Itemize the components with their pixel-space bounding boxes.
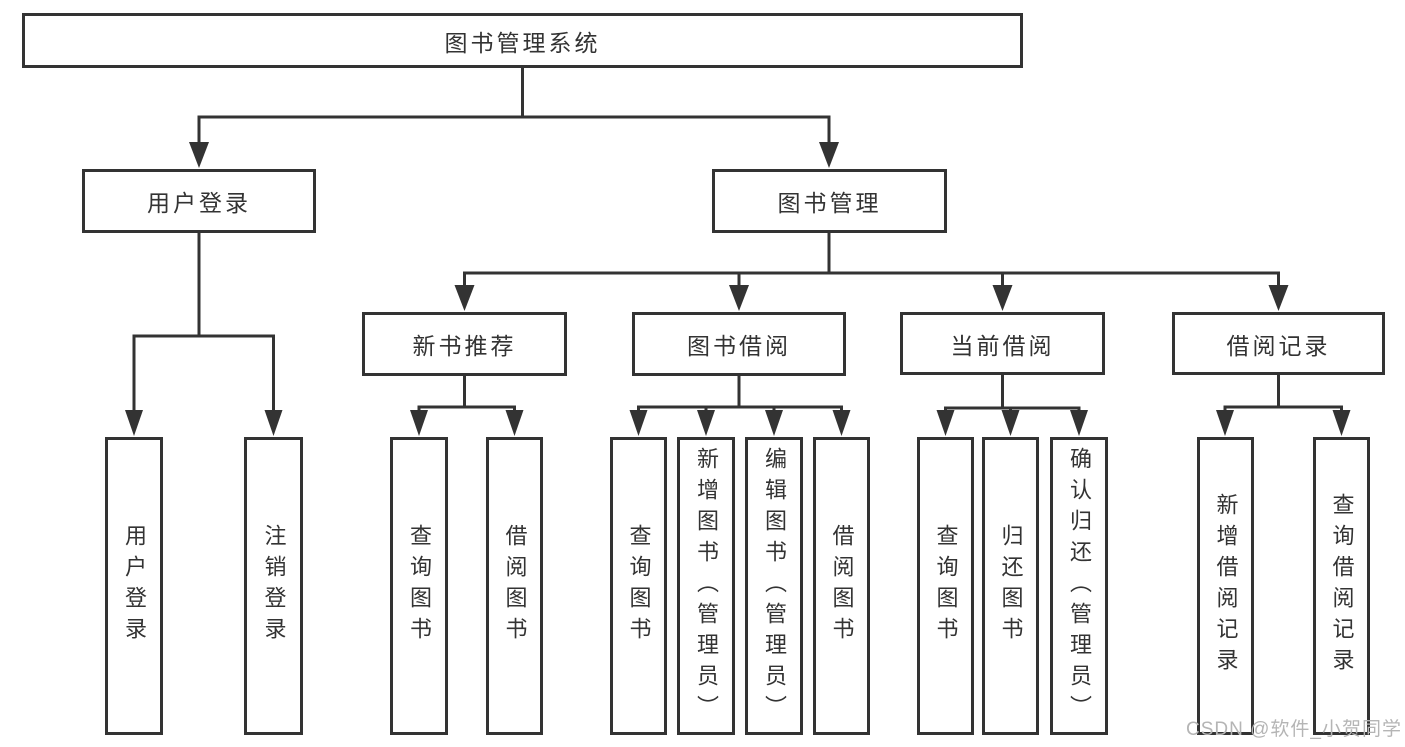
leaf-current-confirm-return-admin: 确认归还（管理员） bbox=[1050, 437, 1108, 735]
node-current-borrow: 当前借阅 bbox=[900, 312, 1105, 375]
leaf-user-login: 用户登录 bbox=[105, 437, 163, 735]
connector-new-book-recommend-children bbox=[417, 374, 516, 413]
node-library-system: 图书管理系统 bbox=[22, 13, 1023, 68]
connector-group bbox=[132, 66, 1343, 413]
leaf-borrow-edit-books-admin: 编辑图书（管理员） bbox=[745, 437, 803, 735]
arrowhead bbox=[1216, 410, 1234, 436]
arrowhead bbox=[1268, 285, 1289, 311]
connector-current-borrow-children bbox=[944, 373, 1081, 413]
leaf-current-query-books: 查询图书 bbox=[917, 437, 974, 735]
leaf-newrec-query-books: 查询图书 bbox=[390, 437, 448, 735]
connector-book-management-children bbox=[463, 231, 1280, 288]
node-book-borrow: 图书借阅 bbox=[632, 312, 846, 376]
arrowhead bbox=[832, 410, 851, 436]
arrowhead-group bbox=[125, 142, 1351, 436]
leaf-logout: 注销登录 bbox=[244, 437, 303, 735]
arrowhead bbox=[729, 285, 749, 311]
node-book-management: 图书管理 bbox=[712, 169, 947, 233]
arrowhead bbox=[189, 142, 209, 168]
leaf-records-add-record: 新增借阅记录 bbox=[1197, 437, 1254, 735]
arrowhead bbox=[992, 285, 1013, 311]
connector-borrow-records-children bbox=[1223, 373, 1343, 413]
arrowhead bbox=[1070, 410, 1088, 436]
arrowhead bbox=[264, 410, 283, 436]
leaf-borrow-query-books: 查询图书 bbox=[610, 437, 667, 735]
arrowhead bbox=[629, 410, 648, 436]
arrowhead bbox=[505, 410, 524, 436]
node-new-book-recommend: 新书推荐 bbox=[362, 312, 567, 376]
connector-root-to-level2 bbox=[197, 66, 831, 145]
node-user-login: 用户登录 bbox=[82, 169, 316, 233]
node-borrow-records: 借阅记录 bbox=[1172, 312, 1385, 375]
leaf-borrow-borrow-books: 借阅图书 bbox=[813, 437, 870, 735]
arrowhead bbox=[819, 142, 839, 168]
leaf-borrow-add-books-admin: 新增图书（管理员） bbox=[677, 437, 735, 735]
csdn-watermark: CSDN @软件_小贺同学 bbox=[1186, 719, 1402, 740]
connector-user-login-children bbox=[132, 231, 275, 413]
leaf-newrec-borrow-books: 借阅图书 bbox=[486, 437, 543, 735]
arrowhead bbox=[410, 410, 428, 436]
arrowhead bbox=[1001, 410, 1020, 436]
leaf-records-query-record: 查询借阅记录 bbox=[1313, 437, 1370, 735]
arrowhead bbox=[765, 410, 783, 436]
arrowhead bbox=[454, 285, 475, 311]
connector-book-borrow-children bbox=[637, 374, 843, 413]
arrowhead bbox=[125, 410, 143, 436]
arrowhead bbox=[1332, 410, 1351, 436]
arrowhead bbox=[697, 410, 715, 436]
arrowhead bbox=[936, 410, 955, 436]
leaf-current-return-books: 归还图书 bbox=[982, 437, 1039, 735]
